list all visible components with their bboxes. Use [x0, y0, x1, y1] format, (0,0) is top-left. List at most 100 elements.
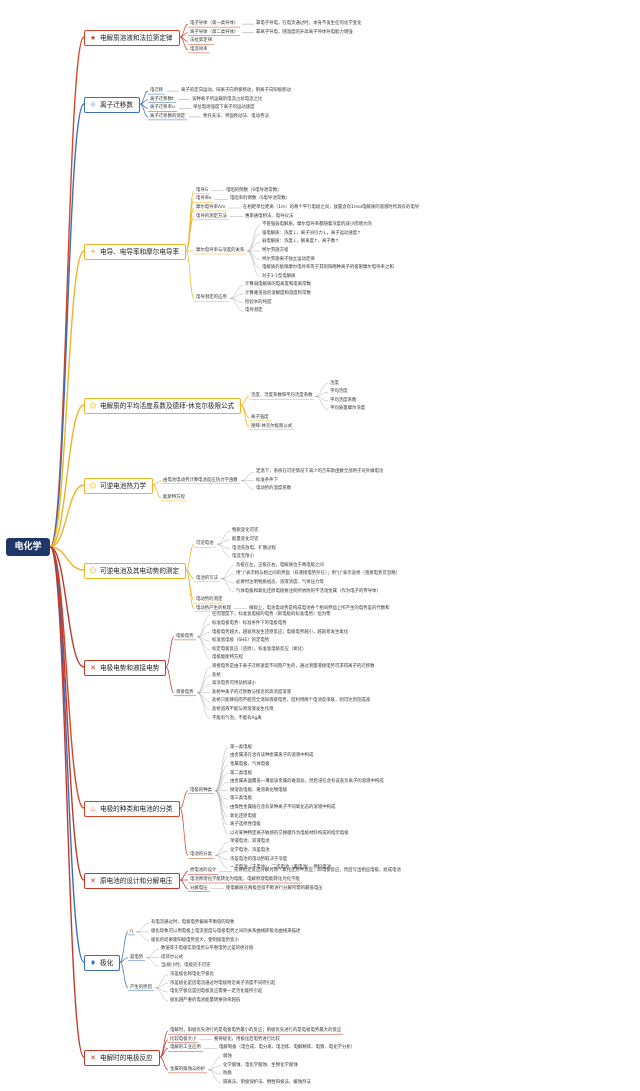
topic-7[interactable]: ✕电极电势和液接电势: [84, 660, 167, 676]
leaf-item[interactable]: 电池充放电、扩散过程: [232, 545, 276, 551]
leaf-item[interactable]: 由金属表面覆盖一薄层该金属的难溶盐，然后浸在含有该盐负离子的溶液中构成: [230, 779, 384, 785]
branch-item[interactable]: η: [130, 928, 133, 934]
leaf-item[interactable]: 惠斯通电桥法、电导仪法: [245, 213, 294, 219]
branch-item[interactable]: 超电势: [130, 954, 144, 960]
leaf-item[interactable]: 微观上，电池电动势是构成电池各个相间界面上所产生的电势差的代数和: [249, 605, 390, 611]
topic-2[interactable]: ☼离子迁移数: [84, 97, 140, 113]
leaf-item[interactable]: 平均质量摩尔浓度: [330, 406, 366, 412]
branch-item[interactable]: 离子迁移率u: [150, 105, 175, 111]
branch-item[interactable]: 电子导体（第一类导体）: [190, 21, 239, 27]
leaf-item[interactable]: 以对某种特定离子敏感的交换膜作为电极材料构成的指示电极: [230, 830, 349, 836]
branch-item[interactable]: 电动势产生的机理: [196, 605, 232, 611]
branch-note[interactable]: 靠离子导电，随温度的升高离子导体导电能力增强: [256, 29, 353, 35]
leaf-item[interactable]: 任何温度下，标准氢电极的电势（即电极的标准电势）恒为零: [212, 612, 331, 618]
leaf-item[interactable]: 电解制备（电合成、电分离、电冶炼、电解精炼、电镀、电化学分析）: [219, 1045, 356, 1051]
leaf-item[interactable]: 要将极化，用极化后电势进行比较: [214, 1036, 280, 1042]
topic-5[interactable]: ☺可逆电池热力学: [84, 478, 154, 494]
branch-item[interactable]: 电导G: [196, 187, 209, 193]
leaf-item[interactable]: 浓差极化和电化学极化: [170, 971, 214, 977]
branch-item[interactable]: 摩尔电导率与浓度的关系: [196, 248, 245, 253]
branch-item[interactable]: 电导的测定方法: [196, 213, 227, 219]
leaf-item[interactable]: 能量变化可逆: [232, 536, 259, 542]
branch-item[interactable]: 离子导体（第二类导体）: [190, 29, 239, 35]
leaf-item[interactable]: 标准电极电势：标准条件下的电极电势: [212, 621, 287, 626]
leaf-item[interactable]: 盐桥中离子的迁移数与接近的高浓度溶液: [212, 689, 292, 695]
leaf-item[interactable]: 标准条件下: [256, 477, 278, 483]
leaf-item[interactable]: 计算难溶盐的溶解度和溶度积常数: [245, 291, 311, 296]
leaf-item[interactable]: 定温下，系统在可逆情况下减少的吉布斯函数全部用于对外做电功: [256, 469, 384, 475]
branch-item[interactable]: 由电池电动势计算电池反应热力学函数: [163, 477, 238, 483]
leaf-item[interactable]: 平均活度: [330, 389, 348, 395]
leaf-item[interactable]: 化学电池、浓差电池: [230, 848, 270, 853]
leaf-item[interactable]: 盐桥: [212, 672, 221, 678]
leaf-item[interactable]: 电极能斯特方程: [212, 655, 243, 661]
branch-item[interactable]: 可逆电池: [196, 541, 214, 547]
leaf-item[interactable]: 当j很小时，电极近于可逆: [161, 963, 211, 969]
leaf-item[interactable]: 微溶盐电极、难溶氧化物电极: [230, 787, 288, 793]
topic-11[interactable]: ✕电解时的电极反应: [84, 1050, 160, 1066]
leaf-item[interactable]: 柯尔劳施离子独立运动定律: [262, 256, 315, 262]
leaf-item[interactable]: 盐桥溶液不能与原溶液发生作用: [212, 707, 274, 712]
root-node[interactable]: 电化学: [6, 538, 50, 556]
branch-item[interactable]: 电动势的测定: [196, 597, 223, 603]
leaf-item[interactable]: 气体电极和氧化还原电极要注明所依附的不活泼金属（作为电子的传导体）: [236, 588, 381, 594]
topic-8[interactable]: ♨电极的种类和电池的分类: [84, 801, 180, 817]
branch-item[interactable]: 电池的写法: [196, 575, 218, 581]
leaf-item[interactable]: 一次电池（干电池），二次电池（蓄电池），燃料电池: [230, 865, 331, 871]
topic-3[interactable]: ☀电导、电导率和摩尔电导率: [84, 244, 187, 260]
topic-9[interactable]: ✕原电池的设计和分解电压: [84, 873, 180, 889]
branch-item[interactable]: 摩尔电导率Λm: [196, 205, 226, 210]
leaf-item[interactable]: 极化越严重的电池能量转换效率越低: [170, 997, 241, 1003]
branch-item[interactable]: 电池原理化学能转化为电能，电解原理电能转化为化学能: [190, 877, 300, 882]
leaf-item[interactable]: 高浓电势可用盐桥减小: [212, 681, 256, 687]
leaf-item[interactable]: 在相距单位距离（1m）的两个平行电极之间，放置含有1mol电解质的溶液时所具有的…: [243, 205, 420, 210]
leaf-item[interactable]: 极化的结果使阳极电势变大，使阴极电势变小: [151, 937, 239, 943]
leaf-item[interactable]: 电流无限小: [232, 554, 254, 560]
leaf-item[interactable]: 氧化还原电极: [230, 813, 257, 819]
topic-4[interactable]: ☺电解质的平均活度系数及德拜-休克尔极限公式: [84, 398, 242, 414]
leaf-item[interactable]: 强电解质：浓度↓，离子间引力↓，离子运动速度↑: [262, 230, 361, 236]
leaf-item[interactable]: 电化学极化是因电极反应需要一定活化能所引起: [170, 989, 263, 995]
branch-item[interactable]: 电导测定的应用: [196, 295, 227, 301]
leaf-item[interactable]: 负极在左，正极在右，电解质位于两电极之间: [236, 562, 324, 568]
leaf-item[interactable]: 必要时注明物质组态、溶液浓度、气体压力等: [236, 579, 324, 585]
branch-item[interactable]: 金属的腐蚀与防护: [170, 1066, 206, 1072]
leaf-item[interactable]: 数值等于电极实际电势与平衡电势之差的绝对值: [161, 946, 254, 952]
leaf-item[interactable]: 金属电极、气体电极: [230, 762, 270, 767]
leaf-item[interactable]: 盐桥只能降低而不能完全消除液接电势，但利用两个电池反串联，则可达到完成减: [212, 698, 371, 704]
leaf-item[interactable]: 物质变化可逆: [232, 528, 259, 534]
branch-item[interactable]: 电迁移: [150, 88, 164, 94]
leaf-item[interactable]: 电极电势越大，越容易发生还原反应；电极电势越小，越容易发生氧化: [212, 629, 349, 635]
leaf-item[interactable]: 液接电势是由于离子迁移速度不同而产生的，通过测量液接电势可求得离子的迁移数: [212, 664, 375, 669]
branch-item[interactable]: 比较电极大小: [170, 1036, 197, 1042]
branch-item[interactable]: 电极电势: [176, 633, 194, 639]
leaf-item[interactable]: 第三类电极: [230, 796, 252, 802]
branch-item[interactable]: 离子迁移数t: [150, 96, 174, 102]
leaf-item[interactable]: 化学腐蚀、电化学腐蚀、生物化学腐蚀: [223, 1062, 298, 1068]
leaf-item[interactable]: 柯尔劳施方程: [262, 248, 289, 253]
leaf-item[interactable]: 有电流通过时，电极电势偏离平衡值的现象: [151, 920, 235, 926]
leaf-item[interactable]: 由金属浸在含有该种金属离子的溶液中构成: [230, 753, 314, 759]
branch-item[interactable]: 分解电压: [190, 885, 208, 891]
leaf-item[interactable]: 标准氢电极（SHE）的定电势: [212, 638, 270, 644]
branch-item[interactable]: 电解的工业应用: [170, 1045, 201, 1051]
leaf-item[interactable]: 计算弱电解质的电离度和电离常数: [245, 282, 311, 288]
leaf-item[interactable]: 活度: [330, 380, 339, 386]
leaf-item[interactable]: 电阻率的倒数（S电导池常数）: [230, 196, 290, 202]
leaf-item[interactable]: 隔离法、阴极保护法、牺牲阳极法、缓蚀剂法: [223, 1079, 311, 1085]
topic-1[interactable]: ★电解质溶液和法拉第定律: [84, 30, 180, 46]
leaf-item[interactable]: 浓差电池的电动势取决于浓度: [230, 856, 288, 862]
branch-note[interactable]: 靠电子导电，在电流通过时，本身不发生任何化学变化: [256, 21, 362, 27]
topic-10[interactable]: ♦极化: [84, 955, 121, 971]
leaf-item[interactable]: 电动势的温度系数: [256, 486, 292, 492]
leaf-item[interactable]: 第一类电极: [230, 744, 252, 750]
branch-item[interactable]: 电解时，阳极优先进行的是电极电势最小的反应；阴极优先进行的是电极电势最大的反应: [170, 1028, 342, 1034]
leaf-item[interactable]: 浓差极化是因电流通过时电极附近离子浓度不同而引起: [170, 980, 276, 986]
leaf-item[interactable]: 先将给定反应分解为两个氧化还原半反应，即电极反应，然后写出相应电极，组成电池: [234, 868, 401, 874]
leaf-item[interactable]: 弱电解质：浓度↓，解离度↑，离子数↑: [262, 239, 339, 245]
branch-item[interactable]: 液接电势: [176, 689, 194, 695]
branch-item[interactable]: 电极的种类: [190, 787, 212, 793]
branch-item[interactable]: 电导率κ: [196, 196, 212, 202]
branch-note[interactable]: 单位电场强度下离子的运动速度: [193, 105, 255, 111]
branch-item[interactable]: 离子迁移数的测定: [150, 113, 186, 119]
